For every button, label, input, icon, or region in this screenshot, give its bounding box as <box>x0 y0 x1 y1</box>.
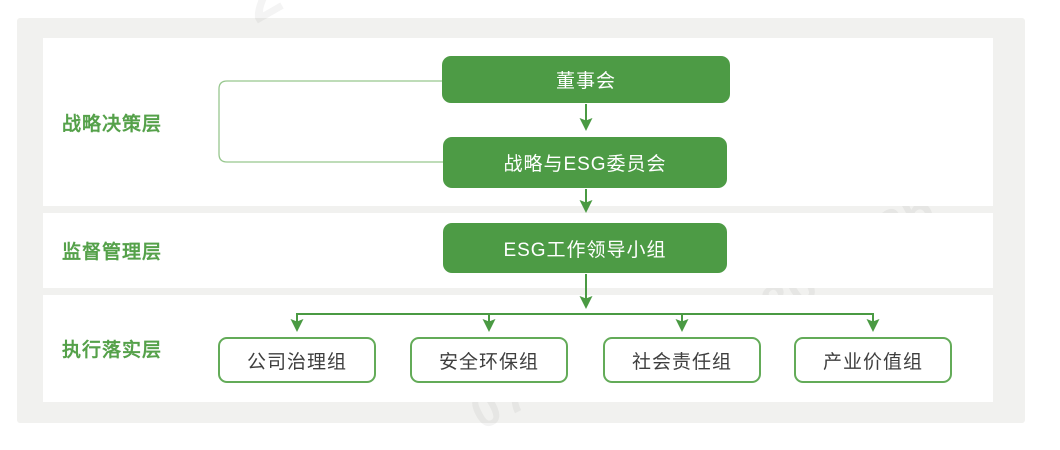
node-board-of-directors: 董事会 <box>442 56 730 103</box>
layer-label-supervision: 监督管理层 <box>62 242 163 263</box>
node-safety-environment-group: 安全环保组 <box>410 337 568 383</box>
node-corporate-governance-group: 公司治理组 <box>218 337 376 383</box>
node-social-responsibility-group: 社会责任组 <box>603 337 761 383</box>
layer-label-execution: 执行落实层 <box>62 340 163 361</box>
node-esg-leading-group: ESG工作领导小组 <box>443 223 727 273</box>
node-strategy-esg-committee: 战略与ESG委员会 <box>443 137 727 188</box>
node-industry-value-group: 产业价值组 <box>794 337 952 383</box>
layer-label-strategic: 战略决策层 <box>62 113 163 135</box>
